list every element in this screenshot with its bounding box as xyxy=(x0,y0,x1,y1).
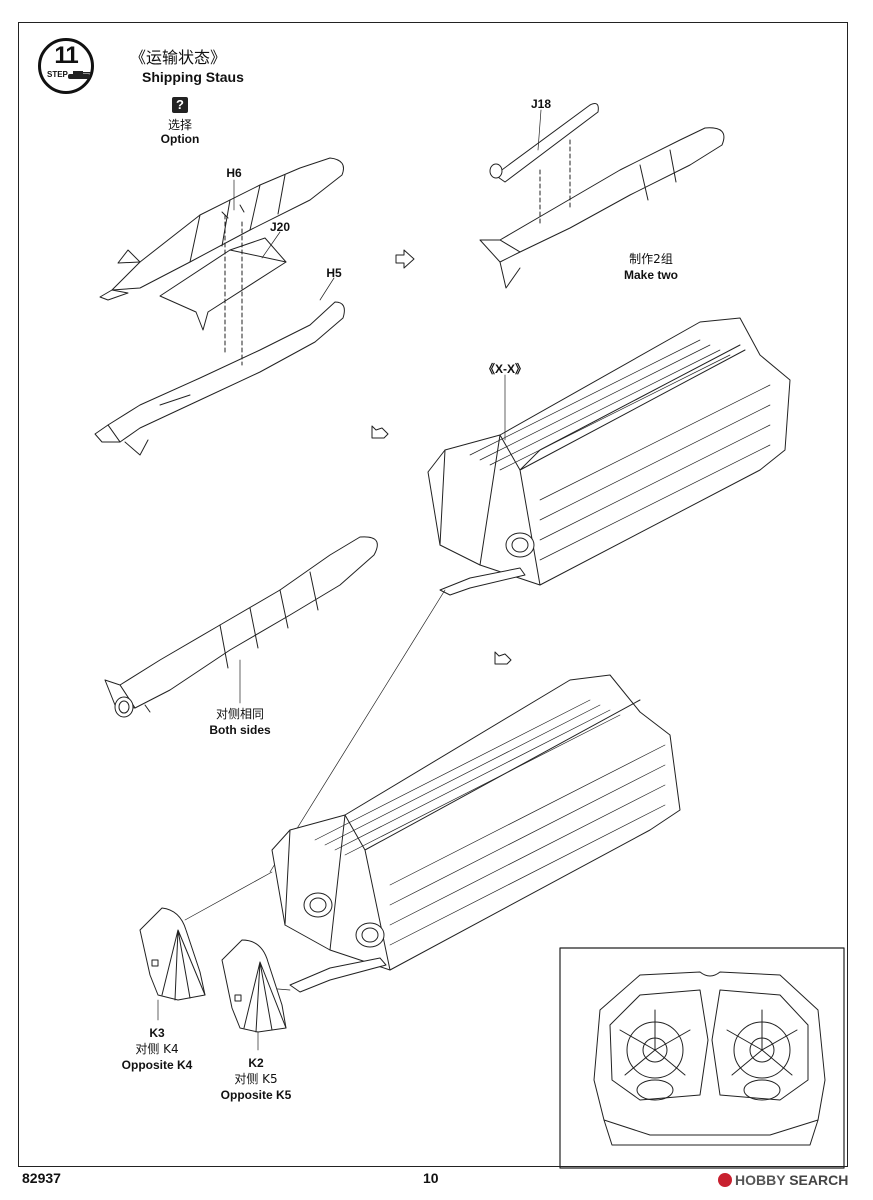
k2-opposite-en: Opposite K5 xyxy=(220,1088,292,1102)
make-two-en: Make two xyxy=(623,268,679,282)
question-mark-icon: ? xyxy=(172,97,188,113)
missile-both-sides-illustration xyxy=(104,536,378,718)
container-assembled-illustration xyxy=(184,674,681,993)
label-leaders xyxy=(233,109,542,441)
make-two-cn: 制作2组 xyxy=(629,252,673,266)
step-number: 11 xyxy=(54,42,78,69)
k2-opposite-cn: 对侧 K5 xyxy=(234,1072,278,1086)
hobbysearch-logo-icon xyxy=(718,1173,732,1187)
both-sides-en: Both sides xyxy=(209,723,271,737)
tank-icon xyxy=(68,71,91,79)
part-label-j18: J18 xyxy=(530,97,552,111)
both-sides-cn: 对侧相同 xyxy=(215,707,265,721)
k3-opposite-cn: 对侧 K4 xyxy=(135,1042,179,1056)
view-label-xx: 《X-X》 xyxy=(482,362,528,376)
step-title-en: Shipping Staus xyxy=(142,69,244,85)
missile-h6-illustration xyxy=(99,157,344,301)
watermark-search: SEARCH xyxy=(789,1172,849,1188)
part-label-h5: H5 xyxy=(326,266,342,280)
option-label-cn: 选择 xyxy=(167,118,193,132)
hollow-arrows xyxy=(371,249,512,665)
page-number: 10 xyxy=(423,1170,439,1186)
end-cap-k3-illustration xyxy=(139,907,206,1021)
part-label-k3: K3 xyxy=(149,1026,165,1040)
option-label-en: Option xyxy=(160,132,200,146)
part-label-h6: H6 xyxy=(226,166,242,180)
kit-number: 82937 xyxy=(22,1170,61,1186)
inset-end-view xyxy=(559,947,845,1169)
container-xx-illustration xyxy=(269,317,791,873)
part-label-k2: K2 xyxy=(248,1056,264,1070)
part-label-j20: J20 xyxy=(269,220,291,234)
step-badge: 11 STEP xyxy=(38,38,94,94)
missile-j18-illustration xyxy=(479,103,725,289)
watermark: HOBBY SEARCH xyxy=(718,1172,848,1188)
end-cap-k2-illustration xyxy=(221,939,287,1051)
missile-h5-illustration xyxy=(94,301,345,456)
step-title-cn: 《运输状态》 xyxy=(130,48,227,67)
watermark-hobby: HOBBY xyxy=(735,1172,786,1188)
step-word: STEP xyxy=(47,70,68,79)
page-frame xyxy=(18,22,848,1167)
k3-opposite-en: Opposite K4 xyxy=(121,1058,193,1072)
